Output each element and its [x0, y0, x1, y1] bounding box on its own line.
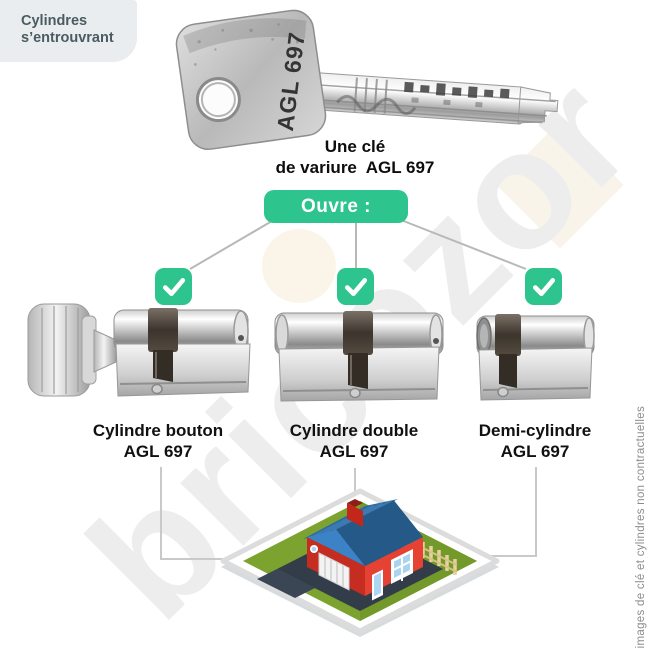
image-disclaimer: images de clé et cylindres non contractu… [635, 405, 647, 648]
key-caption: Une clé de variure AGL 697 [205, 136, 505, 178]
watermark-circle [262, 229, 336, 303]
check-badge-1 [155, 268, 192, 305]
cylinder-double-image [274, 311, 444, 402]
keyed-alike-badge: Cylindres s’entrouvrant [0, 0, 137, 62]
key-caption-line1: Une clé [324, 137, 386, 156]
key-caption-line2: de variure AGL 697 [275, 158, 435, 177]
product-ref: AGL 697 [319, 442, 389, 461]
key-image: AGL 697 [175, 9, 559, 151]
check-badge-3 [525, 268, 562, 305]
opens-button: Ouvre : [264, 190, 408, 223]
product-name: Cylindre double [289, 421, 419, 440]
product-name: Cylindre bouton [92, 421, 224, 440]
check-badge-2 [337, 268, 374, 305]
product-name: Demi-cylindre [478, 421, 592, 440]
check-icon [162, 278, 186, 297]
product-label-3: Demi-cylindre AGL 697 [435, 420, 635, 462]
product-ref: AGL 697 [500, 442, 570, 461]
check-icon [344, 278, 368, 297]
product-label-1: Cylindre bouton AGL 697 [58, 420, 258, 462]
product-label-2: Cylindre double AGL 697 [254, 420, 454, 462]
product-ref: AGL 697 [123, 442, 193, 461]
badge-line2: s’entrouvrant [21, 30, 114, 46]
house-illustration [220, 488, 500, 637]
cylinder-knob-image [27, 303, 251, 397]
check-icon [532, 278, 556, 297]
half-cylinder-image [476, 314, 595, 401]
badge-line1: Cylindres [21, 13, 88, 29]
